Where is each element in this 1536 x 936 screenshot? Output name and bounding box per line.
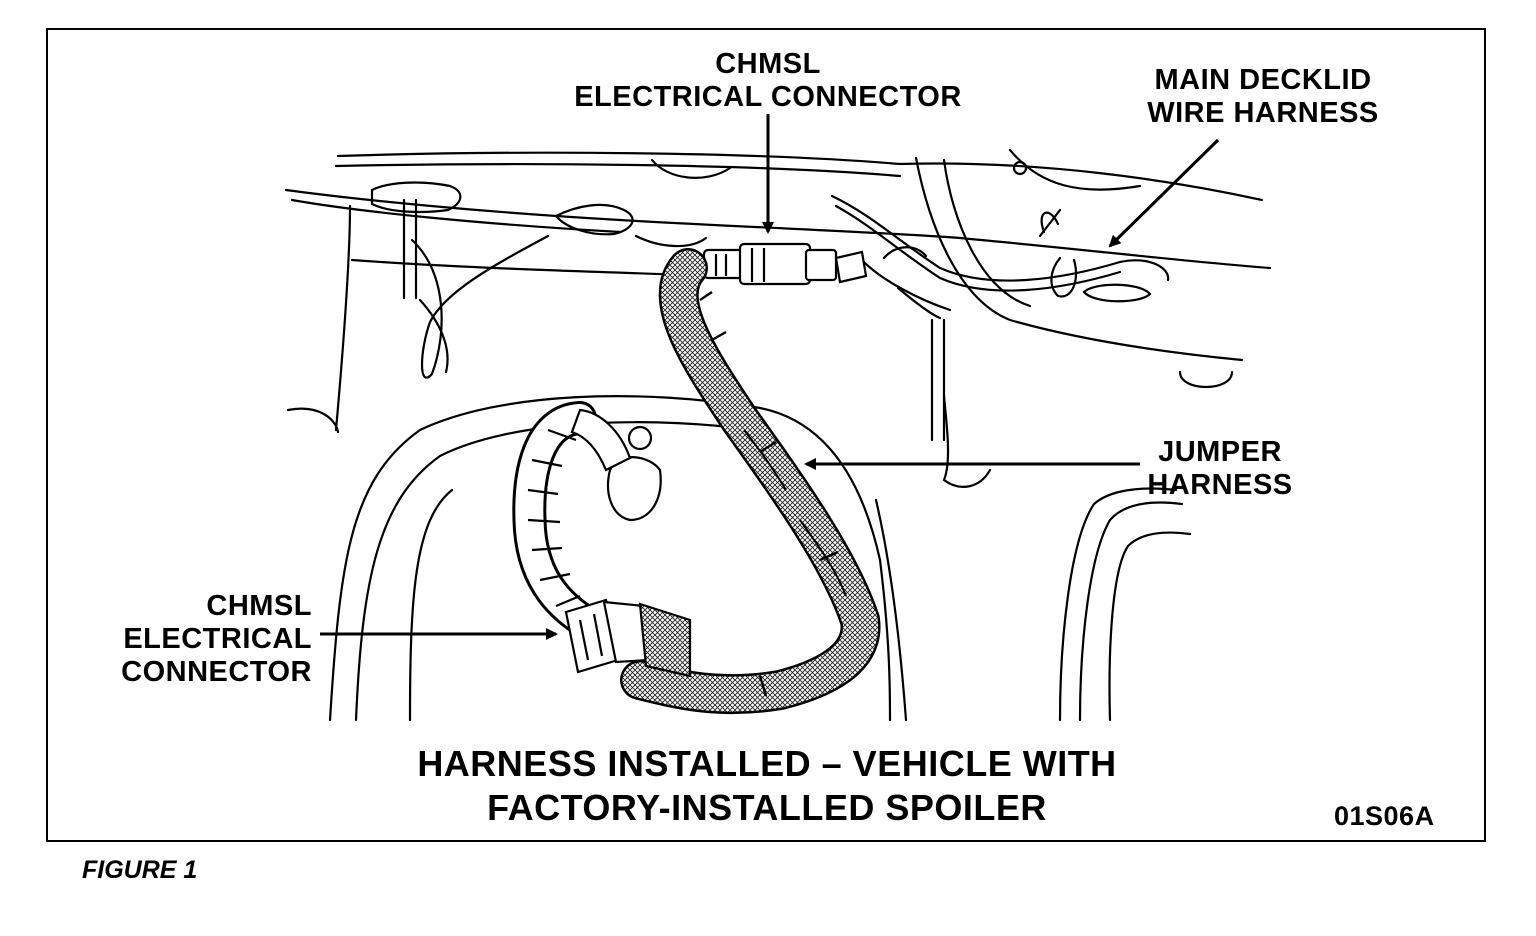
label-line: WIRE HARNESS	[1147, 97, 1379, 129]
label-line: ELECTRICAL	[123, 623, 312, 655]
label-line: HARNESS	[1147, 469, 1293, 501]
label-line: CHMSL	[715, 48, 821, 80]
arrow-main-harness	[1108, 138, 1220, 248]
diagram-caption: HARNESS INSTALLED – VEHICLE WITH FACTORY…	[372, 742, 1162, 830]
jumper-harness	[620, 248, 881, 715]
label-jumper-harness: JUMPER HARNESS	[1138, 436, 1302, 502]
label-line: JUMPER	[1158, 436, 1282, 468]
label-line: MAIN DECKLID	[1154, 64, 1372, 96]
label-top-chmsl-connector: CHMSL ELECTRICAL CONNECTOR	[566, 48, 970, 114]
caption-line: HARNESS INSTALLED – VEHICLE WITH	[417, 743, 1117, 784]
top-chmsl-connector	[702, 242, 868, 286]
left-clip	[370, 181, 462, 214]
label-line: CONNECTOR	[121, 656, 312, 688]
label-line: ELECTRICAL CONNECTOR	[574, 81, 962, 113]
spoiler-pocket-outline	[328, 395, 892, 722]
drawing-code: 01S06A	[1334, 801, 1435, 831]
figure-label: FIGURE 1	[82, 856, 198, 884]
left-chmsl-connector	[564, 598, 692, 678]
decklid-upper-edge	[336, 151, 1264, 202]
main-decklid-harness	[830, 194, 1170, 282]
label-main-decklid-harness: MAIN DECKLID WIRE HARNESS	[1132, 64, 1394, 130]
label-line: CHMSL	[206, 590, 312, 622]
caption-line: FACTORY-INSTALLED SPOILER	[487, 787, 1047, 828]
label-left-chmsl-connector: CHMSL ELECTRICAL CONNECTOR	[100, 590, 312, 689]
corrugated-wire-loop	[512, 401, 632, 647]
